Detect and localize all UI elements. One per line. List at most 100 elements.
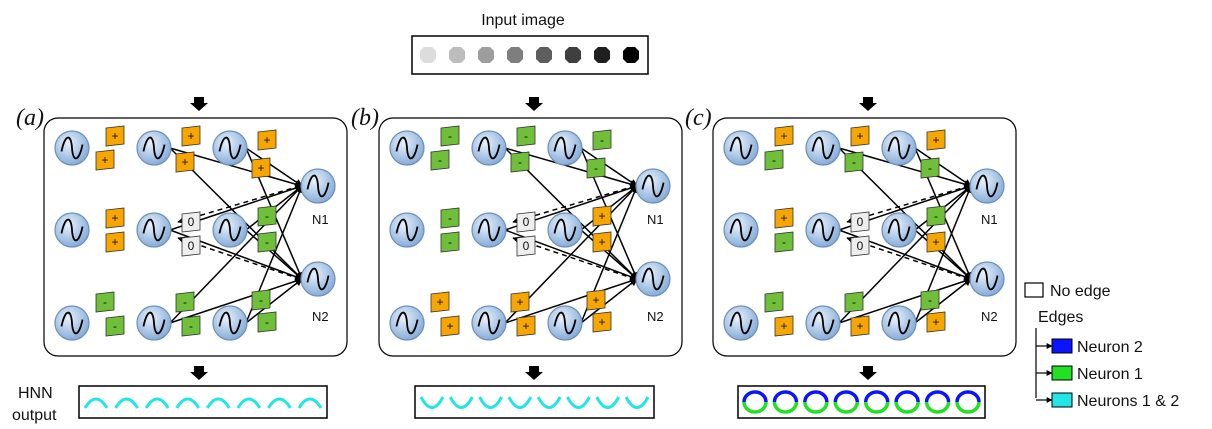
svg-text:+: + — [446, 319, 453, 333]
hnn-output-frame — [414, 385, 655, 419]
weight-minus: - — [764, 149, 784, 171]
neuron-node — [547, 212, 583, 248]
svg-text:+: + — [522, 319, 529, 333]
flow-arrow-icon — [859, 97, 877, 111]
svg-text:-: - — [448, 235, 452, 249]
hnn-output-pattern — [83, 397, 323, 409]
svg-text:-: - — [518, 155, 522, 169]
svg-text:+: + — [516, 295, 523, 309]
neuron-node — [805, 130, 841, 166]
svg-text:-: - — [928, 293, 932, 307]
weight-plus: + — [105, 207, 125, 229]
svg-text:0: 0 — [523, 239, 530, 253]
legend-swatch — [1051, 338, 1073, 354]
weight-plus: + — [926, 311, 946, 333]
weight-plus: + — [850, 315, 870, 337]
neuron-n1-label: N1 — [647, 212, 664, 227]
weight-minus: - — [257, 311, 277, 333]
weight-plus: + — [850, 125, 870, 147]
input-image-frame — [411, 35, 649, 75]
neuron-node — [547, 305, 583, 341]
panel-tag: (a) — [16, 105, 44, 131]
neuron-node — [471, 130, 507, 166]
input-pixel — [478, 47, 494, 63]
svg-text:+: + — [101, 153, 108, 167]
svg-text:+: + — [856, 319, 863, 333]
input-pixel — [536, 47, 552, 63]
svg-text:-: - — [772, 153, 776, 167]
neuron-node — [212, 305, 248, 341]
svg-text:+: + — [932, 235, 939, 249]
neuron-node — [136, 212, 172, 248]
neuron-node — [635, 168, 671, 204]
svg-text:-: - — [103, 295, 107, 309]
svg-text:+: + — [187, 129, 194, 143]
svg-text:-: - — [183, 295, 187, 309]
neuron-node — [471, 305, 507, 341]
flow-arrow-icon — [525, 97, 543, 111]
weight-plus: + — [105, 231, 125, 253]
neuron-node — [389, 212, 425, 248]
neuron-node — [969, 261, 1005, 297]
flow-arrow-icon — [190, 97, 208, 111]
svg-text:+: + — [181, 155, 188, 169]
panel-tag: (b) — [351, 105, 379, 131]
svg-text:+: + — [932, 315, 939, 329]
weight-minus: - — [181, 315, 201, 337]
input-pixel — [507, 47, 523, 63]
svg-text:-: - — [928, 161, 932, 175]
weight-minus: - — [774, 231, 794, 253]
weight-plus: + — [774, 315, 794, 337]
weight-plus: + — [105, 125, 125, 147]
svg-text:+: + — [856, 129, 863, 143]
weight-plus: + — [774, 207, 794, 229]
weight-minus: - — [175, 291, 195, 313]
weight-zero: 0 — [516, 211, 536, 233]
input-pixel — [623, 47, 639, 63]
neuron-node — [300, 261, 336, 297]
svg-text:+: + — [598, 235, 605, 249]
weight-plus: + — [440, 315, 460, 337]
weight-minus: - — [586, 157, 606, 179]
svg-text:-: - — [772, 295, 776, 309]
weight-minus: - — [920, 289, 940, 311]
svg-text:-: - — [265, 209, 269, 223]
input-pixel — [594, 47, 610, 63]
svg-text:+: + — [592, 293, 599, 307]
svg-text:+: + — [257, 161, 264, 175]
neuron-node — [212, 212, 248, 248]
weight-minus: - — [95, 291, 115, 313]
svg-text:+: + — [780, 319, 787, 333]
svg-text:-: - — [934, 209, 938, 223]
neuron-n2-label: N2 — [647, 309, 664, 324]
weight-zero: 0 — [850, 235, 870, 257]
panels: (a)N1N2++++++++--00------(b)N1N2--------… — [16, 97, 1017, 419]
weight-plus: + — [175, 151, 195, 173]
svg-text:-: - — [594, 161, 598, 175]
weight-zero: 0 — [181, 211, 201, 233]
weight-plus: + — [774, 125, 794, 147]
legend-no-edge-swatch — [1024, 282, 1044, 298]
svg-text:+: + — [111, 211, 118, 225]
weight-plus: + — [257, 129, 277, 151]
hnn-output-frame — [78, 385, 328, 419]
svg-text:0: 0 — [188, 239, 195, 253]
svg-text:-: - — [448, 129, 452, 143]
weight-minus: - — [516, 125, 536, 147]
svg-text:+: + — [111, 235, 118, 249]
weight-plus: + — [586, 289, 606, 311]
output-label-line2: output — [12, 407, 57, 424]
neuron-n2-label: N2 — [312, 309, 329, 324]
flow-arrow-icon — [190, 366, 208, 380]
flow-arrow-icon — [859, 366, 877, 380]
neuron-n2-label: N2 — [981, 309, 998, 324]
neuron-node — [389, 305, 425, 341]
weight-minus: - — [844, 151, 864, 173]
flow-arrow-icon — [525, 366, 543, 380]
svg-text:+: + — [111, 129, 118, 143]
svg-text:-: - — [438, 153, 442, 167]
weight-minus: - — [430, 149, 450, 171]
weight-plus: + — [926, 129, 946, 151]
svg-text:+: + — [598, 209, 605, 223]
